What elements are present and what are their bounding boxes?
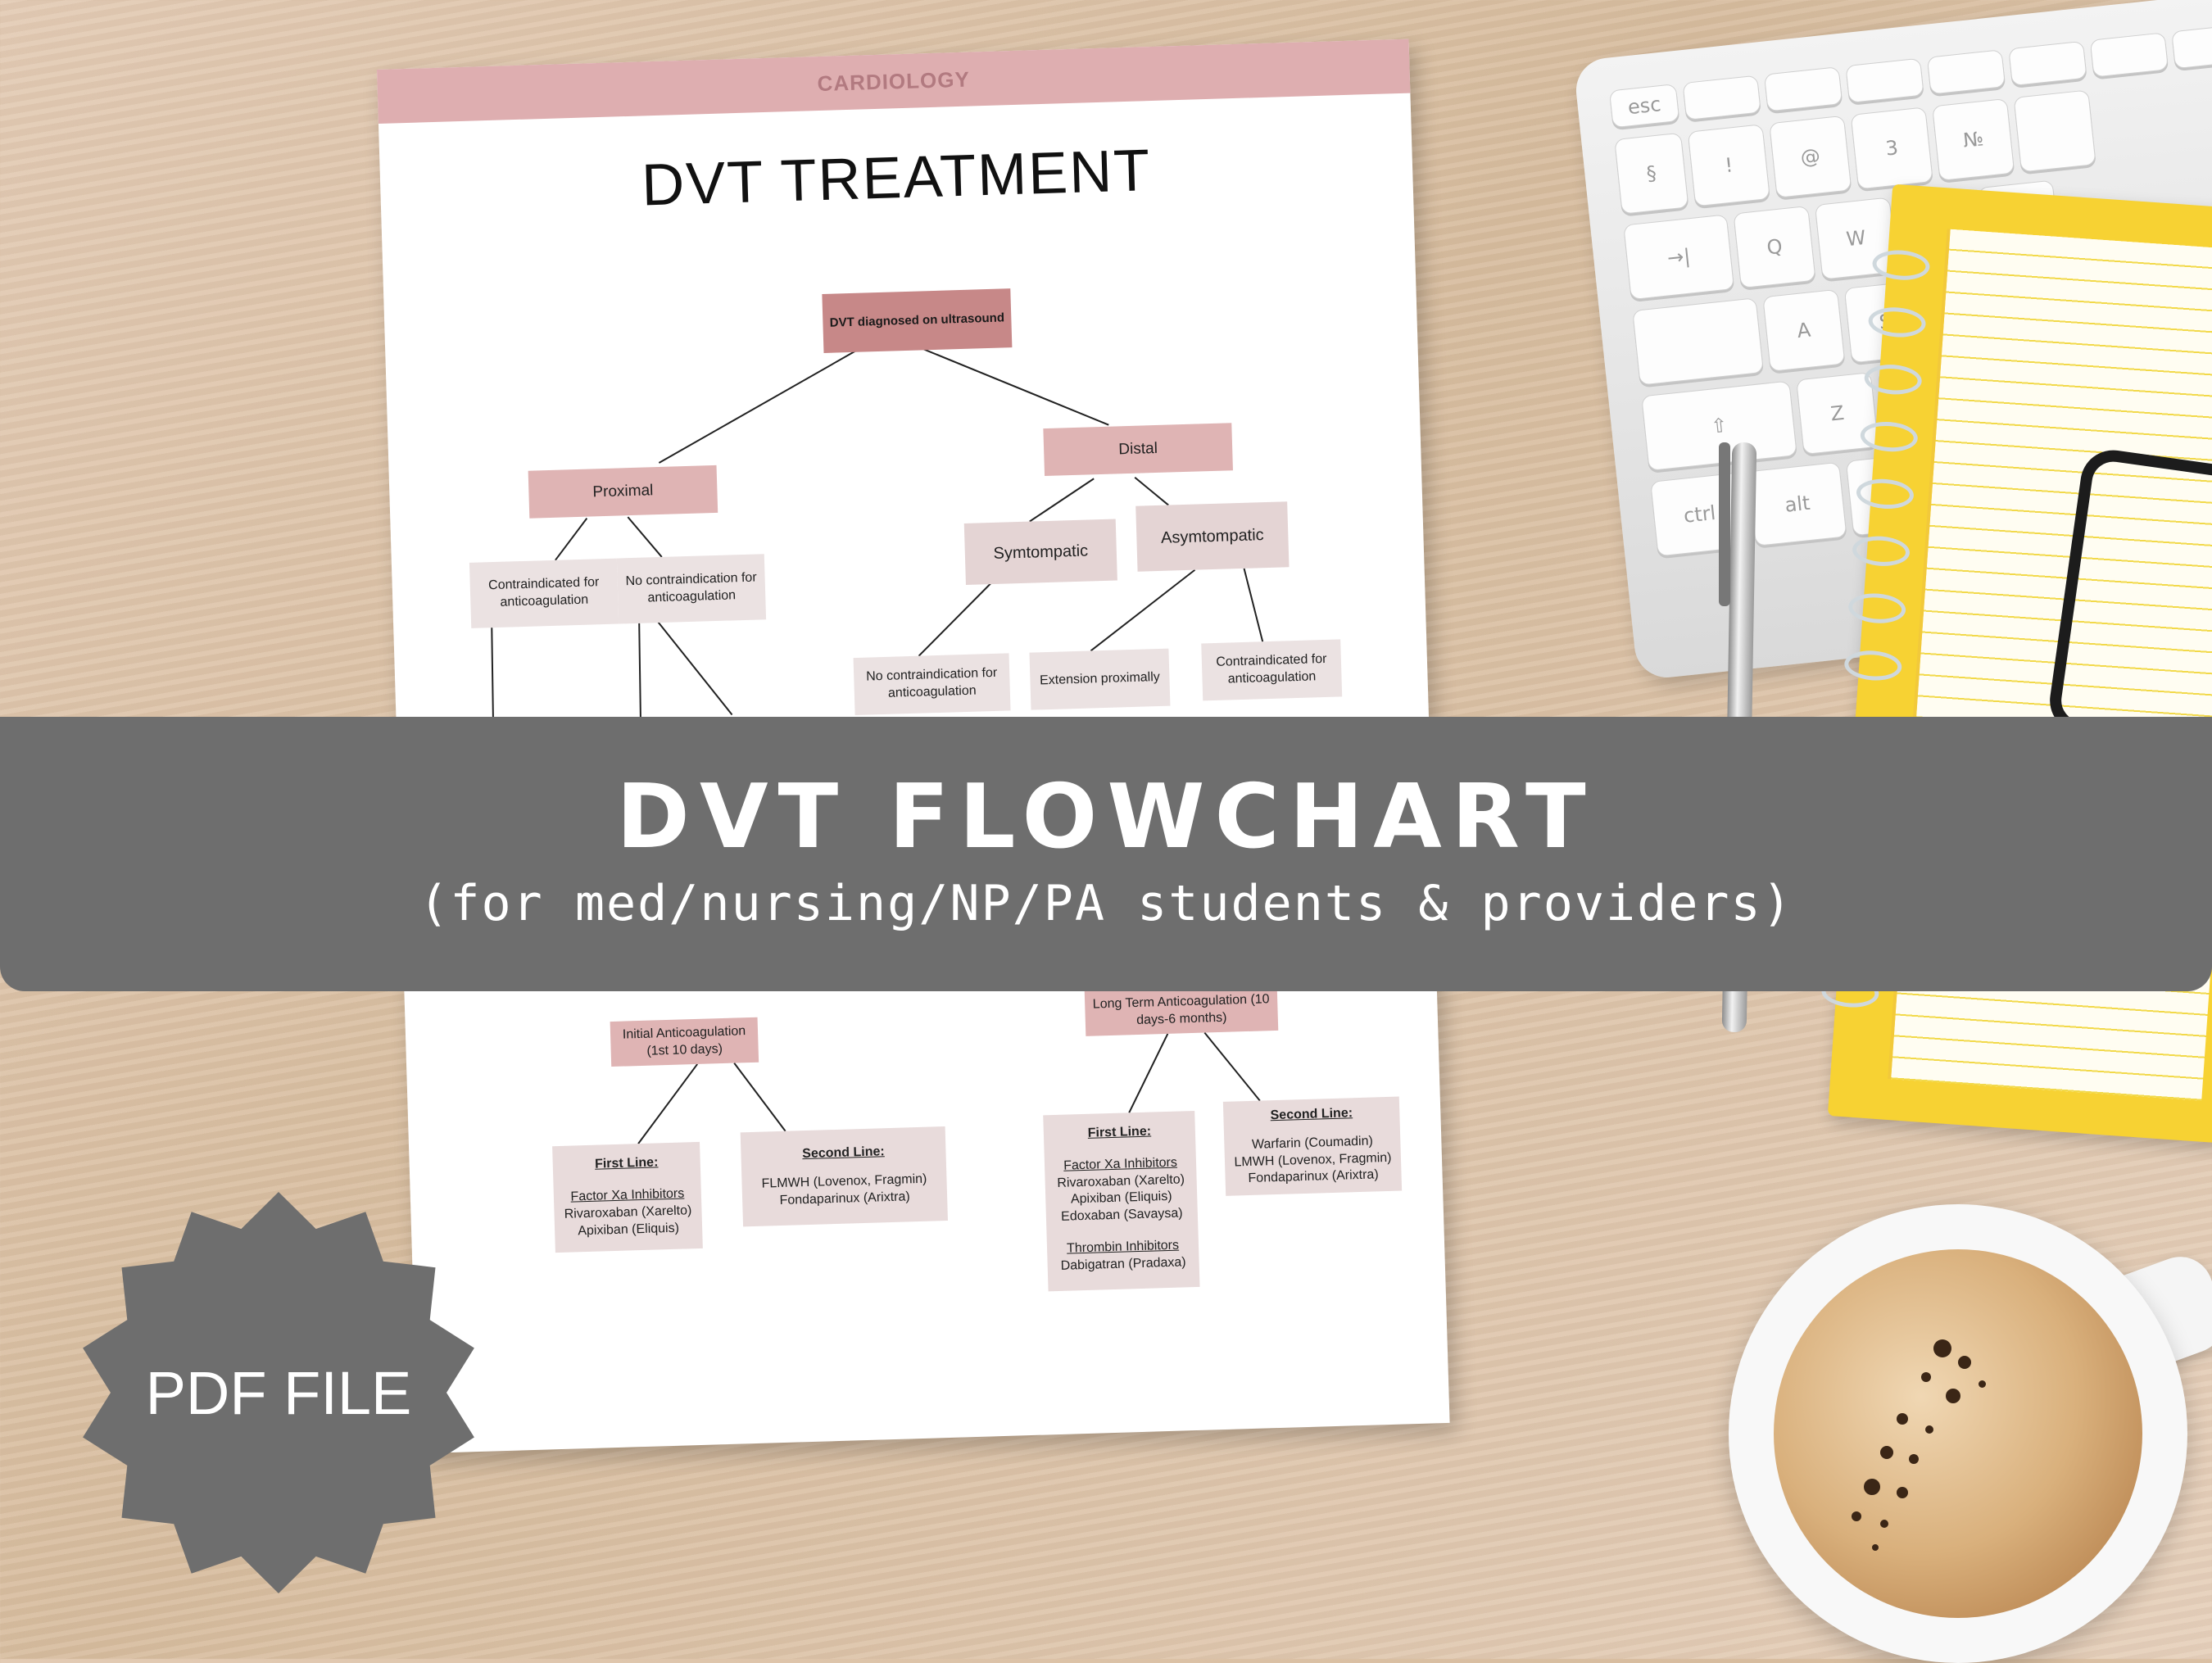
keyboard-key (1763, 66, 1843, 112)
keyboard-key (2008, 40, 2087, 87)
card-long-term-first-line: First Line: Factor Xa Inhibitors Rivarox… (1043, 1110, 1200, 1292)
keyboard-key: A (1762, 288, 1846, 372)
node-distal-no-contraindication: No contraindication for anticoagulation (853, 653, 1011, 716)
node-asymptomatic: Asymtompatic (1135, 501, 1290, 572)
keyboard-key (1682, 75, 1761, 120)
keyboard-key: →| (1623, 214, 1735, 301)
keyboard-key (1926, 49, 2006, 95)
node-proximal-no-contraindication: No contraindication for anticoagulation (616, 554, 767, 624)
coffee-surface (1774, 1249, 2142, 1618)
node-distal-contraindicated: Contraindicated for anticoagulation (1201, 639, 1343, 701)
keyboard-key: Q (1733, 205, 1816, 289)
starburst-badge-icon (83, 1192, 474, 1593)
card-initial-first-line: First Line: Factor Xa Inhibitors Rivarox… (552, 1141, 703, 1253)
node-proximal-contraindicated: Contraindicated for anticoagulation (469, 558, 619, 628)
keyboard-key: esc (1608, 84, 1680, 129)
keyboard-key (1632, 297, 1764, 386)
node-symptomatic: Symtompatic (963, 519, 1117, 585)
keyboard-key: 3 (1850, 106, 1933, 190)
keyboard-key: § (1614, 132, 1689, 215)
title-banner (0, 717, 2212, 991)
node-proximal: Proximal (528, 464, 718, 519)
keyboard-key (2171, 23, 2212, 70)
keyboard-key (2089, 32, 2169, 78)
node-extension-proximally: Extension proximally (1029, 648, 1171, 710)
node-dvt-diagnosed: DVT diagnosed on ultrasound (822, 288, 1013, 353)
node-distal: Distal (1043, 423, 1233, 477)
keyboard-key (1845, 57, 1924, 104)
node-long-term-anticoagulation: Long Term Anticoagulation (10 days-6 mon… (1084, 985, 1279, 1036)
keyboard-key: @ (1769, 115, 1852, 198)
keyboard-key: ! (1687, 124, 1770, 207)
banner-title: DVT FLOWCHART (616, 766, 1596, 868)
card-long-term-second-line: Second Line: Warfarin (Coumadin) LMWH (L… (1222, 1096, 1403, 1196)
flowchart-connectors (491, 347, 1264, 1144)
card-initial-second-line: Second Line: FLMWH (Lovenox, Fragmin) Fo… (740, 1126, 948, 1227)
banner-subtitle: (for med/nursing/NP/PA students & provid… (419, 875, 1793, 932)
keyboard-key (2013, 89, 2096, 173)
node-initial-anticoagulation: Initial Anticoagulation (1st 10 days) (610, 1017, 759, 1067)
document-page: CARDIOLOGY DVT TREATMENT DVT diagnosed o… (377, 39, 1450, 1454)
keyboard-key: alt (1747, 461, 1847, 546)
badge-label: PDF FILE (145, 1358, 412, 1427)
keyboard-key: № (1932, 97, 2015, 182)
